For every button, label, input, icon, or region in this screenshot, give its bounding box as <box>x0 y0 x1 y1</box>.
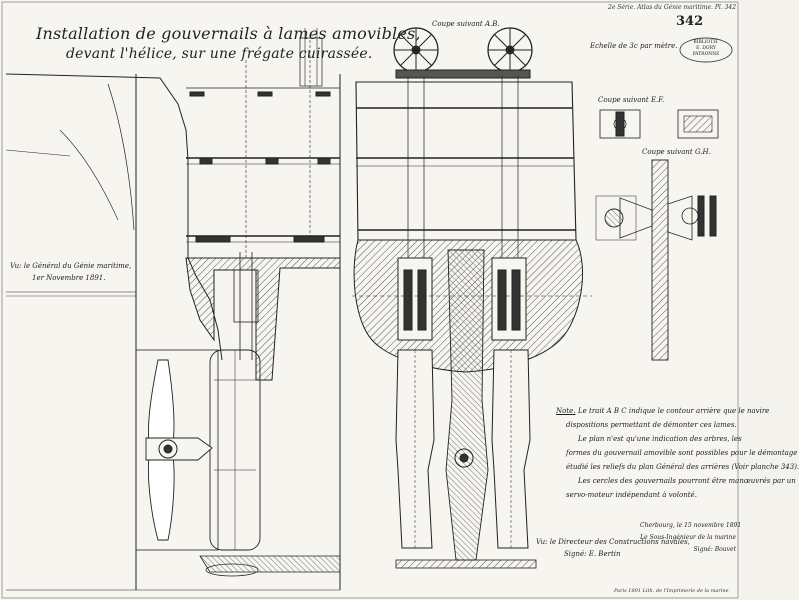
signature-left: Vu: le Directeur des Constructions naval… <box>536 536 690 560</box>
title-line-2: devant l'hélice, sur une frégate cuirass… <box>66 46 373 62</box>
series-header: 2e Série. Atlas du Génie maritime. Pl. 3… <box>608 4 737 11</box>
plate-number: 342 <box>676 14 704 29</box>
note-line: étudié les reliefs du plan Général des a… <box>566 463 799 471</box>
note-line: formes du gouvernail amovible sont possi… <box>566 449 798 457</box>
label-section-gh: Coupe suivant G.H. <box>642 148 711 156</box>
signature-right-line-2: Le Sous-Ingénieur de la marine <box>640 534 736 541</box>
footer-lithographer: Paris 1891 Lith. de l'Imprimerie de la m… <box>614 588 729 594</box>
signature-right-line-1: Cherbourg, le 15 novembre 1891 <box>640 522 742 529</box>
side-elevation <box>5 28 341 591</box>
technical-drawing <box>1 1 739 599</box>
note-line: dispositions permettant de démonter ces … <box>566 421 737 429</box>
approval-note-left: Vu: le Général du Génie maritime, 1er No… <box>10 260 131 284</box>
library-stamp-text: BIBLIOTH. E. DORY PATRONNE <box>690 40 722 58</box>
stamp-line-1: BIBLIOTH. <box>693 40 719 45</box>
approval-line-2: 1er Novembre 1891. <box>32 274 106 282</box>
signature-right: Cherbourg, le 15 novembre 1891 Le Sous-I… <box>640 520 742 556</box>
signature-left-line-2: Signé: E. Bertin <box>564 550 621 558</box>
section-gh <box>595 159 717 361</box>
section-ab <box>352 27 592 569</box>
note-line: servo-moteur indépendant à volonté. <box>566 491 697 499</box>
note-line: Le plan n'est qu'une indication des arbr… <box>578 435 742 443</box>
plate-border <box>1 1 739 599</box>
steering-wheel-left <box>393 27 439 73</box>
stamp-line-3: PATRONNE <box>692 52 720 57</box>
note-line: Le trait A B C indique le contour arrièr… <box>578 407 770 415</box>
section-ef <box>599 109 719 139</box>
notes-heading: Note. <box>556 407 576 415</box>
label-section-ef: Coupe suivant E.F. <box>598 96 665 104</box>
label-section-ab: Coupe suivant A.B. <box>432 20 500 28</box>
signature-right-line-3: Signé: Bouvet <box>693 546 736 553</box>
signature-left-line-1: Vu: le Directeur des Constructions naval… <box>536 538 690 546</box>
title-line-1: Installation de gouvernails à lames amov… <box>36 24 421 43</box>
steering-wheel-right <box>487 27 533 73</box>
scale-note: Echelle de 3c par mètre. <box>590 42 678 50</box>
approval-line-1: Vu: le Général du Génie maritime, <box>10 262 132 270</box>
stamp-line-2: E. DORY <box>696 46 716 51</box>
notes-block: Note. Le trait A B C indique le contour … <box>556 404 799 502</box>
note-line: Les cercles des gouvernails pourront êtr… <box>578 477 796 485</box>
library-stamp <box>679 37 733 63</box>
